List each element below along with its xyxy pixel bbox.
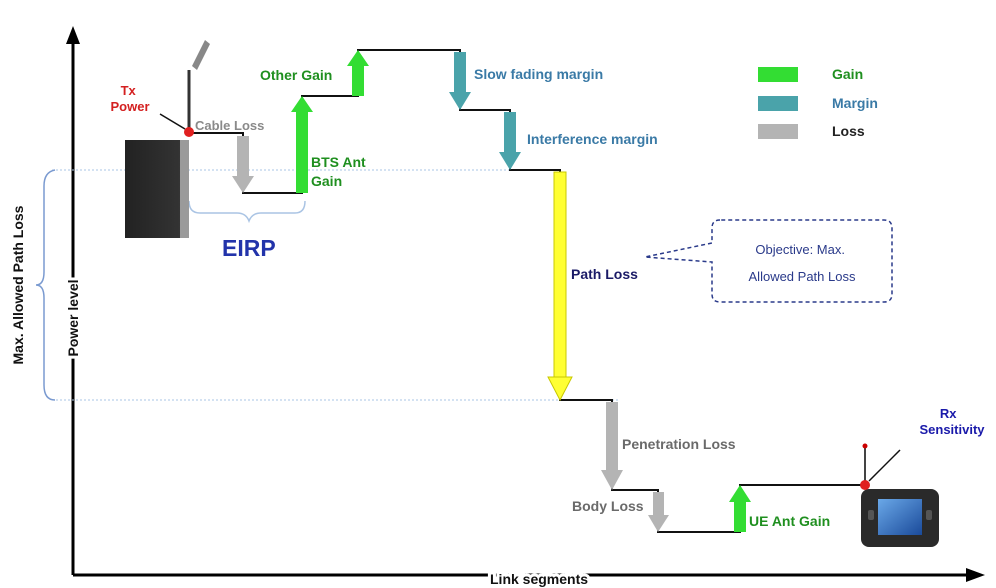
objective-line2: Allowed Path Loss [749,269,856,284]
ue-device [861,443,939,547]
legend-swatch-gain [758,67,798,82]
bts-ant-gain-arrow [291,96,313,193]
bts-cabinet [125,140,189,238]
penetration-loss-arrow [601,402,623,490]
slow-fading-margin-label: Slow fading margin [474,66,603,82]
other-gain-arrow [347,50,369,96]
tx-power-label-line2: Power [110,99,149,114]
legend-label-gain: Gain [832,66,863,82]
tx-power-label-line1: Tx [121,83,137,98]
cable-loss-arrow [232,136,254,193]
interference-margin-arrow [499,112,521,170]
eirp-label: EIRP [222,235,276,261]
rx-sensitivity-pointer [868,449,901,482]
path-loss-label: Path Loss [571,266,638,282]
objective-line1: Objective: Max. [755,242,845,257]
legend-label-margin: Margin [832,95,878,111]
other-gain-label: Other Gain [260,67,332,83]
y-axis-label: Power level [65,279,81,356]
body-loss-label: Body Loss [572,498,644,514]
ue-ant-gain-label: UE Ant Gain [749,513,830,529]
x-axis [73,568,985,582]
legend-swatch-margin [758,96,798,111]
tx-power-pointer [159,113,186,130]
rx-sensitivity-point [860,480,870,490]
rx-sensitivity-label-line2: Sensitivity [919,422,985,437]
bts-ant-gain-label-line2: Gain [311,173,342,189]
bts-ant-gain-label-line1: BTS Ant [311,154,366,170]
path-loss-arrow [547,171,573,402]
x-axis-label: Link segments [490,571,588,587]
eirp-brace [188,200,306,224]
ue-ant-gain-arrow [729,485,751,532]
tx-power-label: Tx Power [110,83,149,114]
legend: Gain Margin Loss [758,66,878,139]
legend-item-margin: Margin [758,95,878,111]
rx-sensitivity-label: Rx Sensitivity [919,406,985,437]
rx-sensitivity-label-line1: Rx [940,406,957,421]
path-loss-range-label: Max. Allowed Path Loss [10,205,26,364]
body-loss-arrow [648,492,669,532]
cable-loss-label: Cable Loss [195,118,264,133]
objective-callout [644,219,893,303]
legend-swatch-loss [758,124,798,139]
legend-item-gain: Gain [758,66,863,82]
bts-ant-gain-label: BTS Ant Gain [311,154,370,189]
bts-antenna [187,40,210,131]
slow-fading-margin-arrow [449,52,471,110]
legend-item-loss: Loss [758,123,865,139]
path-loss-range-brace [35,169,56,401]
y-axis [66,26,80,575]
legend-label-loss: Loss [832,123,865,139]
tx-power-point [184,127,194,137]
objective-callout-text: Objective: Max. Allowed Path Loss [749,242,856,284]
penetration-loss-label: Penetration Loss [622,436,736,452]
interference-margin-label: Interference margin [527,131,658,147]
